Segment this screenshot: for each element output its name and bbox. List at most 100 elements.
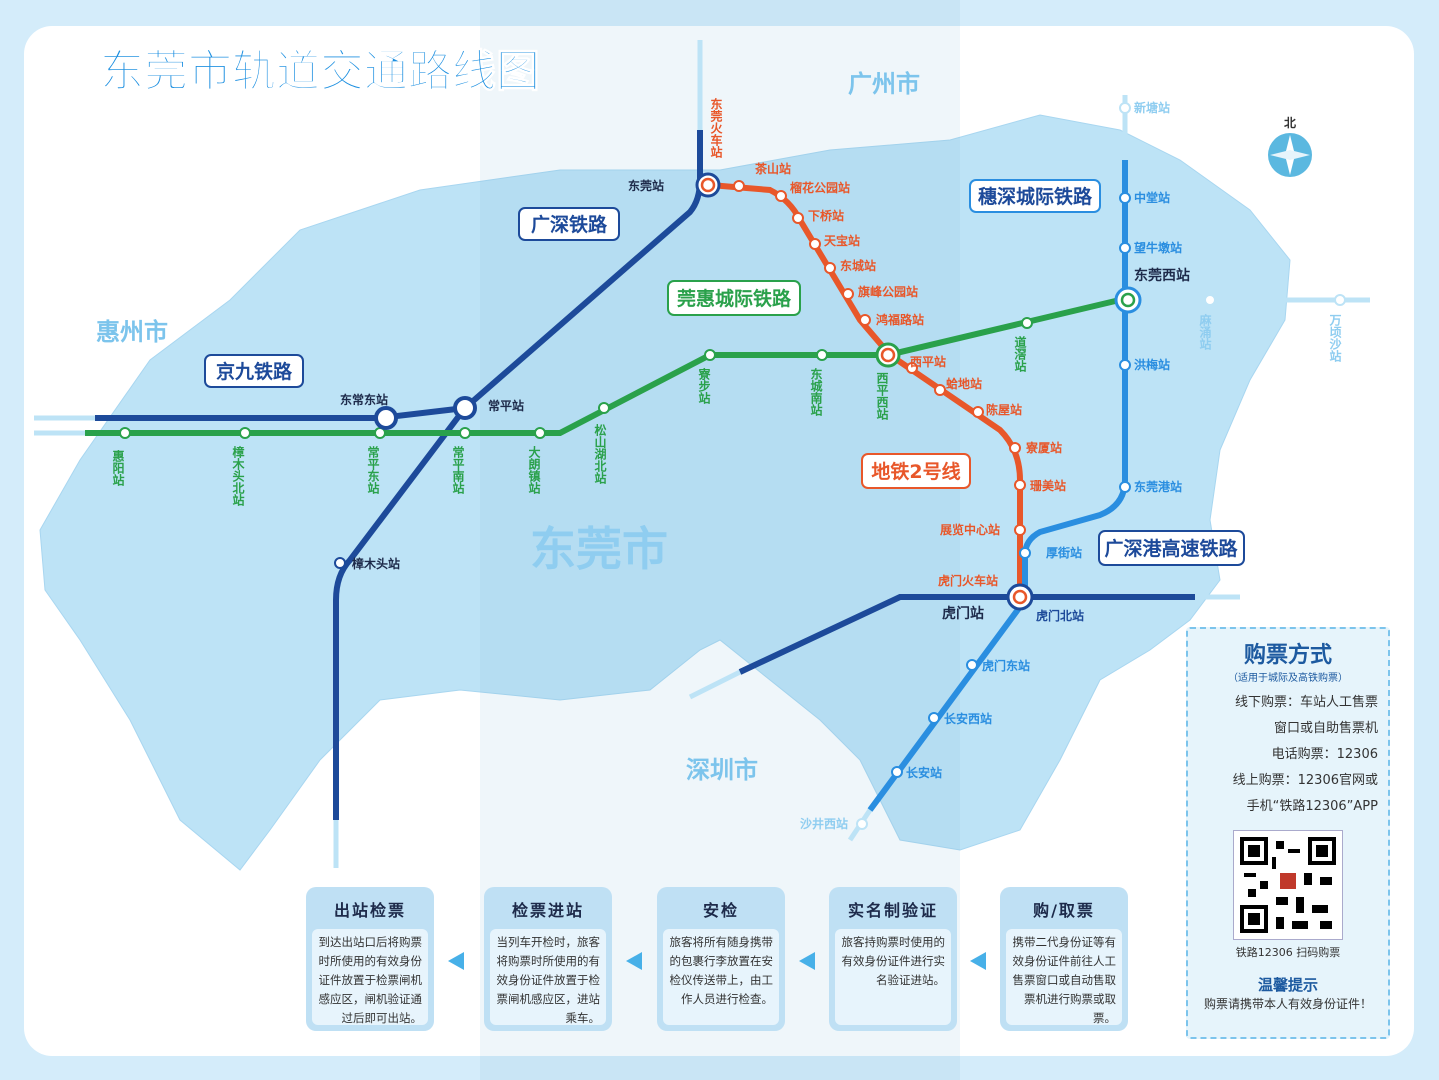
step-ticket-entry: 检票进站 当列车开检时，旅客将购票时所使用的有效身份证件放置于检票闸机感应区，进… [484,887,612,1031]
station-label: 麻涌站 [1198,313,1212,351]
ticket-row: 线上购票：12306官网或 [1232,773,1378,788]
station-dot [891,766,903,778]
step-security-check: 安检 旅客将所有随身携带的包裹行李放置在安检仪传送带上，由工作人员进行检查。 [657,887,785,1031]
station-dot [775,190,787,202]
interchange-dongguan [695,172,721,198]
station-label: 寮厦站 [1025,440,1062,455]
svg-text:穗深城际铁路: 穗深城际铁路 [978,185,1093,208]
station-label: 常平站 [488,398,524,413]
ticket-subtitle: （适用于城际及高铁购票） [1228,673,1348,684]
station-label: 新塘站 [1134,100,1170,115]
station-dot [966,659,978,671]
station-dot [1014,479,1026,491]
interchange-humen [1006,583,1034,611]
station-label: 东莞港站 [1134,479,1182,494]
station-label: 蛤地站 [946,376,982,391]
interchange-dongguanxi [1114,286,1142,314]
station-dot [842,288,854,300]
arrow-left-icon [799,952,815,970]
qr-code-icon[interactable] [1233,830,1343,940]
station-dot [598,402,610,414]
svg-text:地铁2号线: 地铁2号线 [871,460,960,483]
station-dot [824,262,836,274]
city-guangzhou: 广州市 [848,70,920,98]
label-gangshenxiang: 广深港高速铁路 [1098,530,1245,566]
station-dot [1119,192,1131,204]
station-label: 长安站 [906,765,942,780]
station-label: 东城站 [840,258,876,273]
ticket-info-panel: 购票方式 （适用于城际及高铁购票） 线下购票：车站人工售票 窗口或自助售票机 电… [1186,627,1390,1039]
station-dot [1019,547,1031,559]
station-label: 万顷沙站 [1328,314,1342,363]
station-labels: 东莞火车站 东莞站 茶山站 榴花公园站 下桥站 天宝站 东城站 旗峰公园站 鸿福… [111,97,1342,831]
station-dot [119,427,131,439]
svg-text:广深铁路: 广深铁路 [531,213,608,236]
city-dongguan: 东莞市 [530,522,668,576]
arrow-left-icon [970,952,986,970]
station-label: 天宝站 [824,233,860,248]
station-label: 望牛墩站 [1134,240,1182,255]
svg-text:莞惠城际铁路: 莞惠城际铁路 [677,287,792,310]
station-label: 陈屋站 [986,402,1022,417]
station-dot [239,427,251,439]
ticket-row: 电话购票：12306 [1271,747,1378,762]
station-dot [334,557,346,569]
station-dot [1021,317,1033,329]
label-jingjiu: 京九铁路 [204,354,304,388]
station-label: 东城南站 [809,367,823,417]
station-label: 常平南站 [451,445,465,495]
interchanges [374,172,1142,611]
svg-text:京九铁路: 京九铁路 [216,360,293,383]
station-dot [809,238,821,250]
station-dot [1119,242,1131,254]
city-huizhou: 惠州市 [96,318,168,346]
station-label: 东莞站 [628,178,664,193]
dongguan-territory [39,114,1291,871]
station-dot [1119,102,1131,114]
tip-title: 温馨提示 [1257,976,1318,994]
line-gangshenxiang [738,594,1195,675]
station-dot [1119,359,1131,371]
station-dot [1014,524,1026,536]
compass-label: 北 [1284,115,1296,130]
station-label: 东常东站 [340,392,388,407]
city-shenzhen: 深圳市 [686,756,758,784]
station-label: 松山湖北站 [593,423,607,485]
station-label: 寮步站 [697,367,711,405]
tip-text: 购票请携带本人有效身份证件！ [1203,997,1372,1011]
ticket-row: 线下购票：车站人工售票 [1234,695,1378,710]
station-label: 东莞西站 [1134,267,1190,284]
interchange-changping [453,396,477,420]
station-label: 洪梅站 [1134,357,1170,372]
station-dot [906,362,918,374]
interchange-changpingdong [374,406,398,430]
station-label: 樟木头北站 [231,445,245,507]
station-label: 大朗镇站 [527,445,541,495]
station-label: 惠阳站 [111,449,125,487]
station-dot [859,314,871,326]
station-dot [704,349,716,361]
step-buy-ticket: 购/取票 携带二代身份证等有效身份证件前往人工售票窗口或自动售取票机进行购票或取… [1000,887,1128,1031]
station-dot [972,406,984,418]
station-label: 常平东站 [366,445,380,495]
station-dot [1009,442,1021,454]
station-dots [119,102,1346,830]
svg-text:广深港高速铁路: 广深港高速铁路 [1104,537,1238,560]
station-label: 虎门东站 [982,658,1030,673]
station-dot [534,427,546,439]
station-label: 西平西站 [875,372,889,421]
ticket-row: 窗口或自助售票机 [1273,721,1378,736]
station-label: 榴花公园站 [790,180,850,195]
station-label: 下桥站 [808,208,844,223]
page-title: 东莞市轨道交通路线图 [100,46,540,97]
station-dot [1334,294,1346,306]
ticket-row: 手机“铁路12306”APP [1246,799,1378,814]
station-label: 旗峰公园站 [858,284,918,299]
station-dot [792,212,804,224]
station-label: 长安西站 [944,711,992,726]
qr-caption: 铁路12306 扫码购票 [1235,946,1341,959]
arrow-left-icon [448,952,464,970]
station-label: 茶山站 [754,161,791,176]
station-dot [856,818,868,830]
